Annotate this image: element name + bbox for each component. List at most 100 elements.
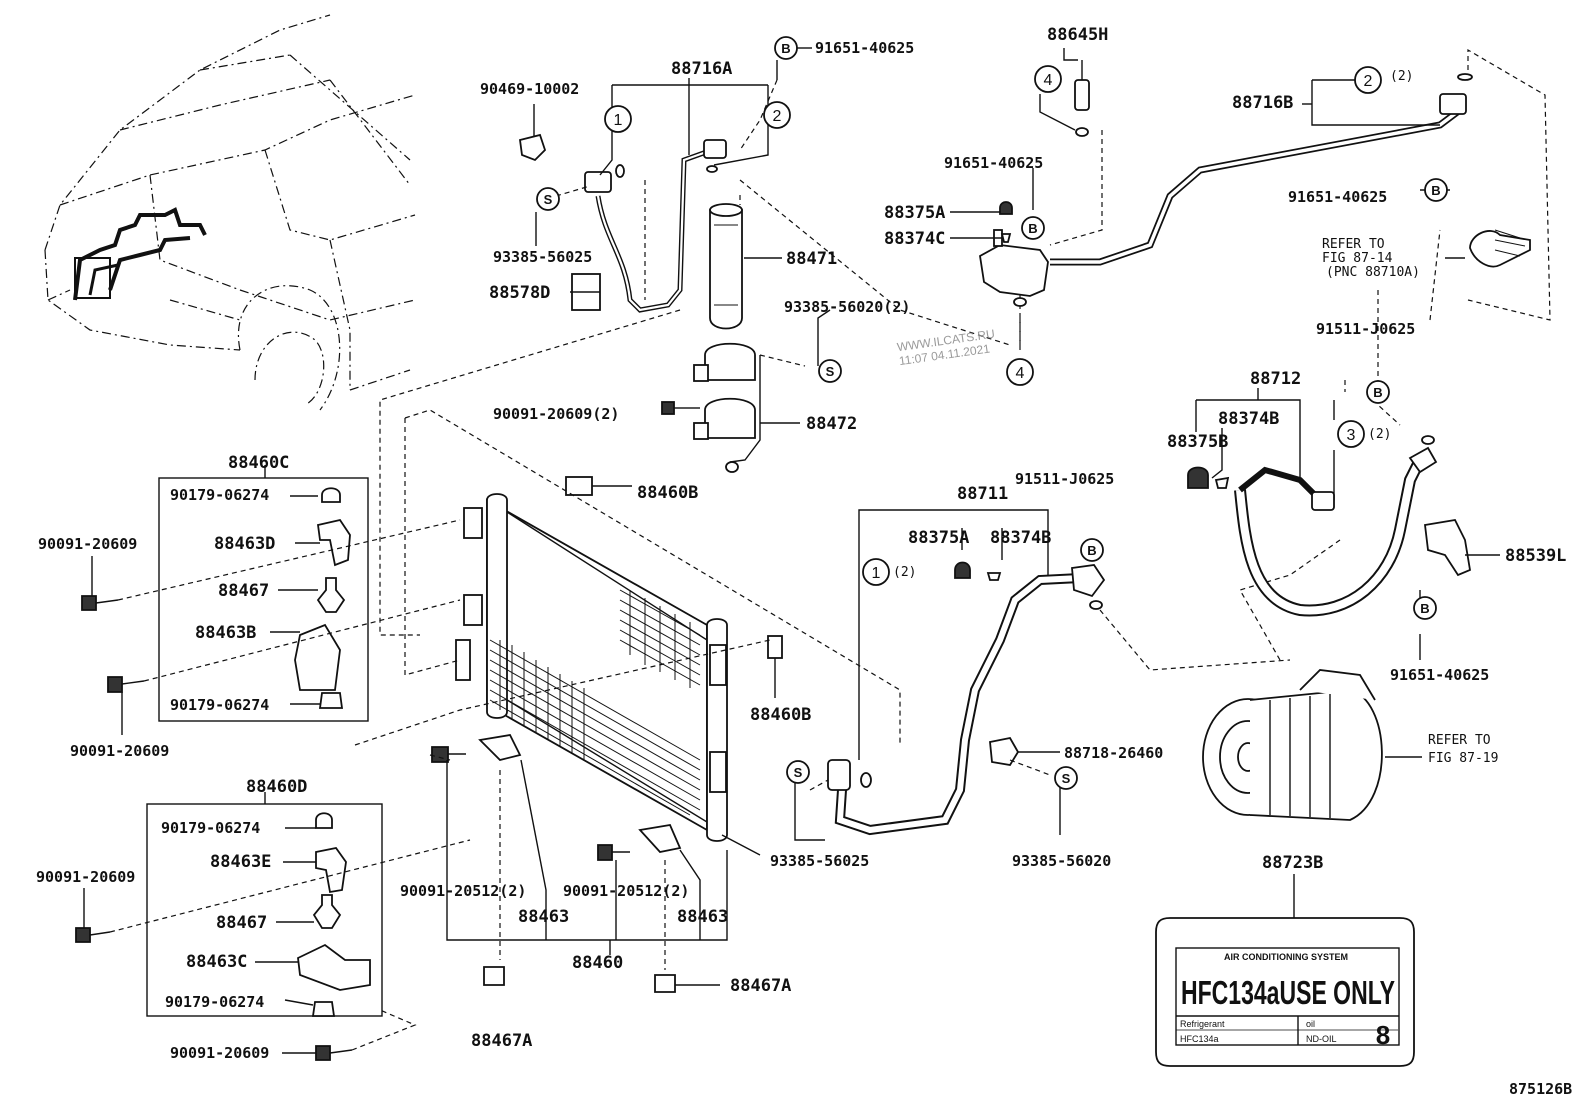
ac-label-text: AIR CONDITIONING SYSTEM HFC134aUSE ONLY … xyxy=(1180,952,1395,1050)
figure-number: 875126B xyxy=(1509,1080,1572,1098)
ac-label-oil-title: oil xyxy=(1306,1019,1315,1029)
pressure-switch-group xyxy=(950,48,1551,352)
kit-box-88460C xyxy=(81,465,461,735)
svg-text:S: S xyxy=(794,765,803,780)
ref-circle-B-top: B xyxy=(774,36,798,60)
label-88467A-b: 88467A xyxy=(730,976,791,996)
refer-note-bot-2: FIG 87-19 xyxy=(1428,751,1498,766)
ac-label-refrigerant-title: Refrigerant xyxy=(1180,1019,1225,1029)
ref-circle-3: 3 xyxy=(1337,420,1365,448)
label-88467A-a: 88467A xyxy=(471,1031,532,1051)
refer-note-top-1: REFER TO xyxy=(1322,237,1385,252)
bolt-90091-20609-2 xyxy=(661,401,690,415)
qty-ref-3: (2) xyxy=(1368,427,1391,442)
label-88463-b: 88463 xyxy=(677,907,728,927)
reference-markers: B 1 2 S S 4 B 4 xyxy=(536,36,1448,790)
svg-text:4: 4 xyxy=(1016,365,1025,382)
kit-box-88460D xyxy=(75,639,771,1061)
svg-text:B: B xyxy=(1431,183,1440,198)
svg-text:B: B xyxy=(1420,601,1429,616)
label-91651-40625-mid: 91651-40625 xyxy=(944,154,1043,172)
label-90179-06274-d: 90179-06274 xyxy=(165,993,264,1011)
label-88460C: 88460C xyxy=(228,453,289,473)
ref-circle-2-right: 2 xyxy=(1354,66,1382,94)
label-88716A: 88716A xyxy=(671,59,732,79)
label-90091-20512-b: 90091-20512(2) xyxy=(563,882,689,900)
label-90469-10002: 90469-10002 xyxy=(480,80,579,98)
ref-circle-B-bracket-right: B xyxy=(1413,596,1437,620)
label-90091-20609-d: 90091-20609 xyxy=(170,1044,269,1062)
label-93385-56025-top: 93385-56025 xyxy=(493,248,592,266)
label-88463E: 88463E xyxy=(210,852,271,872)
label-90179-06274-c: 90179-06274 xyxy=(161,819,260,837)
label-88467-b: 88467 xyxy=(216,913,267,933)
ac-label-header: AIR CONDITIONING SYSTEM xyxy=(1224,952,1348,962)
hose-end-ref-87-14 xyxy=(1445,229,1531,268)
ref-circle-B-block: B xyxy=(1021,216,1045,240)
svg-text:B: B xyxy=(781,41,790,56)
qty-88716B-ring: (2) xyxy=(1390,69,1413,84)
ref-circle-1-discharge: 1 xyxy=(862,558,890,586)
label-88374C: 88374C xyxy=(884,229,945,249)
label-88645H: 88645H xyxy=(1047,25,1108,45)
part-number-labels: 88645H 88716A 91651-40625 90469-10002 88… xyxy=(36,25,1572,1098)
ac-label-oil-number: 8 xyxy=(1376,1020,1390,1050)
label-88471: 88471 xyxy=(786,249,837,269)
label-90091-20609-b: 90091-20609 xyxy=(70,742,169,760)
svg-text:S: S xyxy=(826,364,835,379)
svg-text:B: B xyxy=(1087,543,1096,558)
label-93385-56025-bot: 93385-56025 xyxy=(770,852,869,870)
refer-note-bot-1: REFER TO xyxy=(1428,733,1491,748)
label-88723B: 88723B xyxy=(1262,853,1323,873)
svg-text:4: 4 xyxy=(1044,72,1053,89)
label-88460B-top: 88460B xyxy=(637,483,698,503)
ref-circle-B-suction: B xyxy=(1366,380,1390,404)
label-88718-26460: 88718-26460 xyxy=(1064,744,1163,762)
ref-circle-B-discharge: B xyxy=(1080,538,1104,562)
label-88711: 88711 xyxy=(957,484,1008,504)
label-88463D: 88463D xyxy=(214,534,275,554)
pipe-fitting xyxy=(584,171,612,193)
label-93385-56020-2: 93385-56020(2) xyxy=(784,298,910,316)
ac-label-88723B xyxy=(1155,874,1415,1067)
block-joint xyxy=(979,244,1049,297)
condenser-88460 xyxy=(404,409,901,993)
svg-text:S: S xyxy=(544,192,553,207)
label-88472: 88472 xyxy=(806,414,857,434)
label-91651-40625-right: 91651-40625 xyxy=(1288,188,1387,206)
label-88463B: 88463B xyxy=(195,623,256,643)
svg-text:2: 2 xyxy=(1364,73,1373,90)
label-91511-J0625-right: 91511-J0625 xyxy=(1316,320,1415,338)
label-88374B-mid: 88374B xyxy=(990,528,1051,548)
ref-circle-2-top: 2 xyxy=(763,101,791,129)
watermark: WWW.ILCATS.RU 11:07 04.11.2021 xyxy=(896,327,995,368)
hose-88711 xyxy=(794,509,1341,841)
ref-circle-B-right: B xyxy=(1424,178,1448,202)
label-88712: 88712 xyxy=(1250,369,1301,389)
pressure-switch-88645H xyxy=(1074,79,1090,111)
label-90179-06274-b: 90179-06274 xyxy=(170,696,269,714)
label-90091-20512-a: 90091-20512(2) xyxy=(400,882,526,900)
label-88463-a: 88463 xyxy=(518,907,569,927)
svg-text:B: B xyxy=(1373,385,1382,400)
label-88374B-right: 88374B xyxy=(1218,409,1279,429)
label-91651-40625-top: 91651-40625 xyxy=(815,39,914,57)
ref-circle-4-bottom: 4 xyxy=(1006,358,1034,386)
qty-ref-1: (2) xyxy=(893,565,916,580)
label-88375A-mid: 88375A xyxy=(908,528,969,548)
label-88463C: 88463C xyxy=(186,952,247,972)
label-88578D: 88578D xyxy=(489,283,550,303)
ref-circle-S-hose-right: S xyxy=(1054,766,1078,790)
label-88460: 88460 xyxy=(572,953,623,973)
label-88375B: 88375B xyxy=(1167,432,1228,452)
ac-label-oil-value: ND-OIL xyxy=(1306,1034,1337,1044)
hose-88712 xyxy=(1187,290,1500,660)
svg-text:3: 3 xyxy=(1347,427,1356,444)
bracket-88472 xyxy=(693,342,761,473)
ac-label-refrigerant-value: HFC134a xyxy=(1180,1034,1219,1044)
receiver-88471 xyxy=(709,203,743,330)
svg-text:1: 1 xyxy=(614,112,623,129)
label-88467-a: 88467 xyxy=(218,581,269,601)
